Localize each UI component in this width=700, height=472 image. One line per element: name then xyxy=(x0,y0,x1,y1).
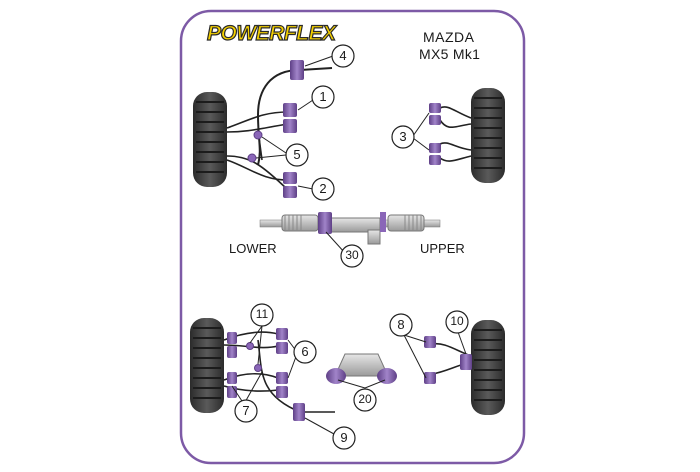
callout-circle-11 xyxy=(250,303,274,327)
bush-3a xyxy=(429,103,441,113)
front-anti-roll-bar xyxy=(256,69,301,166)
bush-3c xyxy=(429,143,441,153)
bush-rear-l3 xyxy=(227,372,237,384)
bush-6d xyxy=(276,386,288,398)
callout-9: 9 xyxy=(340,430,348,445)
callout-30: 30 xyxy=(345,248,359,262)
callout-circle-3 xyxy=(391,125,415,149)
callout-4: 4 xyxy=(339,48,347,63)
callout-10: 10 xyxy=(450,314,464,328)
callout-circle-8 xyxy=(389,313,413,337)
bush-6c xyxy=(276,372,288,384)
rear-left-tyre xyxy=(190,318,224,413)
callout-circle-4 xyxy=(331,44,355,68)
bush-1b xyxy=(283,119,297,133)
callout-circle-2 xyxy=(311,177,335,201)
front-right-wishbones xyxy=(439,106,472,162)
bush-30 xyxy=(318,212,332,234)
steering-upper-label: UPPER xyxy=(420,241,465,256)
steering-lower-label: LOWER xyxy=(229,241,277,256)
bush-8a xyxy=(424,336,436,348)
powerflex-logo: POWERFLEX xyxy=(206,19,337,49)
callout-6: 6 xyxy=(301,344,309,359)
callout-5: 5 xyxy=(293,147,301,162)
front-anti-roll-bar-end xyxy=(299,67,333,71)
diff-mount xyxy=(326,353,397,384)
callout-circle-5 xyxy=(285,143,309,167)
bush-2b xyxy=(283,186,297,198)
front-left-tyre xyxy=(193,92,227,187)
bush-5b xyxy=(247,153,257,163)
callout-1: 1 xyxy=(319,89,327,104)
steering-rack xyxy=(259,212,441,245)
bush-5a xyxy=(253,130,263,140)
bush-9 xyxy=(293,403,305,421)
callout-circle-1 xyxy=(311,85,335,109)
callout-circle-7 xyxy=(234,399,258,423)
bush-11b xyxy=(254,364,262,372)
callout-7: 7 xyxy=(242,403,250,418)
callout-circle-30 xyxy=(340,244,364,268)
bush-3b xyxy=(429,115,441,125)
logo-text: POWERFLEX xyxy=(206,21,336,45)
callout-20: 20 xyxy=(358,392,372,406)
bush-11a xyxy=(246,342,254,350)
callout-circle-9 xyxy=(332,426,356,450)
callout-circle-20 xyxy=(353,388,377,412)
rear-right-tyre xyxy=(471,320,505,415)
callout-3: 3 xyxy=(399,129,407,144)
bush-3d xyxy=(429,155,441,165)
front-right-tyre xyxy=(471,88,505,183)
callout-2: 2 xyxy=(319,181,327,196)
bush-6b xyxy=(276,342,288,354)
callout-circle-6 xyxy=(293,340,317,364)
vehicle-make: MAZDA xyxy=(423,29,475,45)
callout-11: 11 xyxy=(255,307,269,321)
bush-8b xyxy=(424,372,436,384)
bush-1a xyxy=(283,103,297,117)
bush-10 xyxy=(460,354,472,370)
bush-rear-l2 xyxy=(227,346,237,358)
callout-circle-10 xyxy=(445,310,469,334)
bush-6a xyxy=(276,328,288,340)
vehicle-model: MX5 Mk1 xyxy=(419,46,481,62)
bush-2a xyxy=(283,172,297,184)
callout-8: 8 xyxy=(397,317,405,332)
bush-4 xyxy=(290,60,304,80)
bush-rear-l1 xyxy=(227,332,237,344)
front-left-wishbones xyxy=(226,111,289,191)
